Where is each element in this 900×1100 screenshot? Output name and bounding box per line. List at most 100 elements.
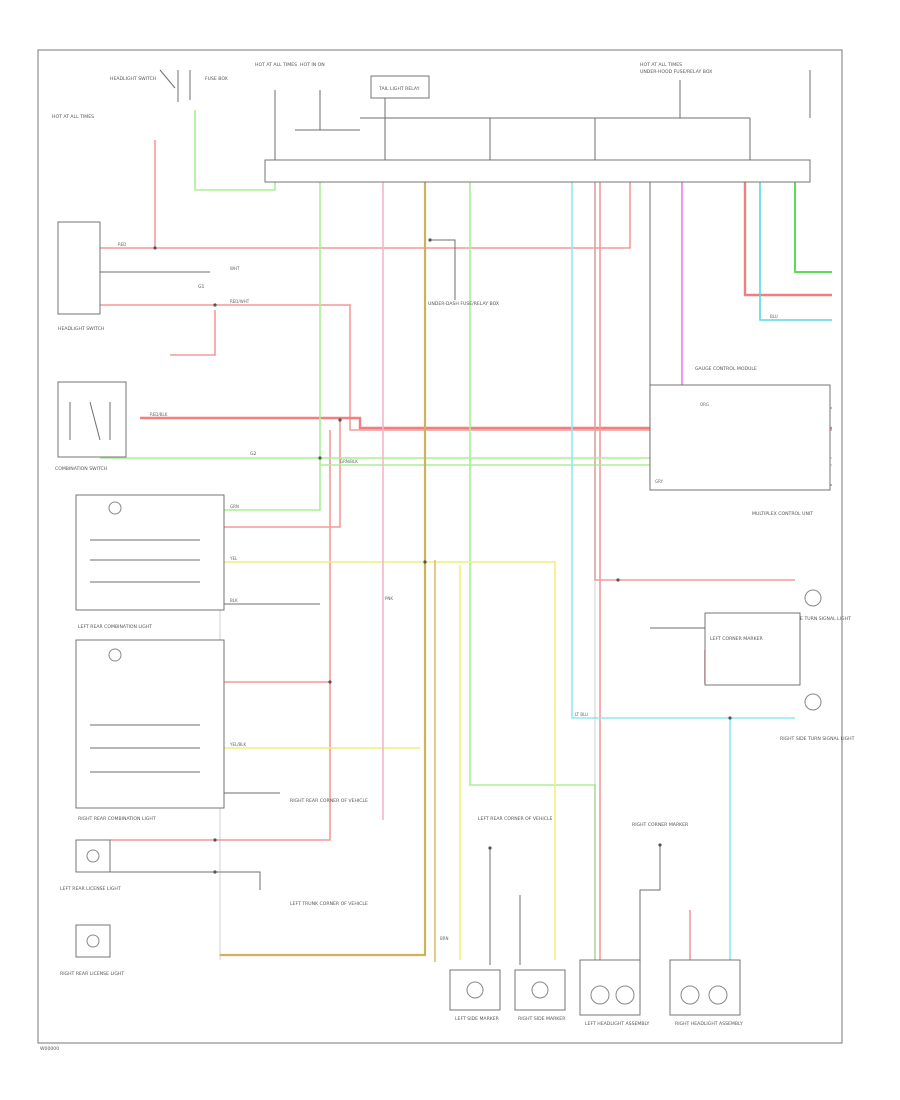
left-rear-contacts [90,539,200,583]
wire-label-gry: GRY [655,479,664,484]
magenta-wire [681,175,832,409]
top-left-relay-symbol: HEADLIGHT SWITCH FUSE BOX [110,69,228,102]
left-side-marker-label: LEFT SIDE MARKER [455,1016,500,1022]
wire-label-wht: WHT [230,266,240,271]
right-side-marker-label: RIGHT SIDE MARKER [518,1016,566,1022]
wire-label-red-wht: RED/WHT [230,299,250,304]
diagram-frame [37,49,843,1044]
left-trunk-corner-label: LEFT TRUNK CORNER OF VEHICLE [290,901,368,907]
left-headlight-assembly-label: LEFT HEADLIGHT ASSEMBLY [585,1021,649,1027]
right-headlight-assembly-label: RIGHT HEADLIGHT ASSEMBLY [675,1021,743,1027]
wire-label-red-1: RED [118,242,126,247]
left-rear-license-light-box [75,839,111,873]
combination-switch-box [57,381,127,458]
right-side-marker-box [514,969,566,1011]
wire-label-grn-blk: GRN/BLK [340,459,358,464]
right-corner-marker-label: RIGHT CORNER MARKER [632,822,689,828]
wire-label-brn: BRN [440,936,449,941]
right-rear-corner-label: RIGHT REAR CORNER OF VEHICLE [290,798,368,804]
gray-wire-rcm [639,845,661,965]
red-wire-right-top [743,175,832,297]
left-side-marker-box [449,969,501,1011]
under-dash-fuse-box [264,159,811,183]
footer-code: W00000 [40,1046,59,1052]
right-rear-combination-light-label: RIGHT REAR COMBINATION LIGHT [78,816,156,822]
red-wire-combo-1 [220,420,341,528]
gauge-control-module-box [649,384,831,491]
wire-label-yel-blk: YEL/BLK [229,742,247,747]
left-rear-combination-light-box [75,494,225,611]
right-license-bulb-icon [86,934,100,948]
gray-wire-license-2 [110,871,261,890]
green-wire-vertical [220,175,321,511]
gauge-control-module-label: GAUGE CONTROL MODULE [695,366,757,372]
hot-at-all-times-label-3: HOT AT ALL TIMES [640,62,682,68]
right-rear-contacts [90,724,200,773]
left-rear-corner-label: LEFT REAR CORNER OF VEHICLE [478,816,553,822]
left-side-marker-bulb-icon [466,981,484,999]
multiplex-control-unit-label: MULTIPLEX CONTROL UNIT [752,511,813,517]
right-side-turn-signal-icon [804,693,822,711]
tail-light-relay-box [370,75,430,99]
right-headlight-bulb-2-icon [708,985,728,1005]
headlight-switch-box [57,221,101,315]
right-headlight-assembly-box [669,959,741,1016]
right-rear-bulb-icon [108,648,122,662]
red-wire-main [140,416,832,430]
wire-label-blk: BLK [230,598,238,603]
combination-switch-label: COMBINATION SWITCH [55,466,107,472]
red-wire-right-side [594,175,795,581]
left-headlight-assembly-box [579,959,641,1016]
right-front-turn-signal-light-label: RIGHT SIDE TURN SIGNAL LIGHT [780,736,855,742]
tail-light-relay-label: TAIL LIGHT RELAY [378,86,420,92]
right-headlight-bulb-1-icon [680,985,700,1005]
green-wire-top [194,110,276,191]
yellow-wire-combo [220,561,556,960]
red-wire-feed [100,304,832,431]
under-dash-fuse-relay-box-label: UNDER-DASH FUSE/RELAY BOX [428,301,499,307]
headlight-switch-lower-label: HEADLIGHT SWITCH [58,326,104,332]
left-license-bulb-icon [86,849,100,863]
right-rear-license-light-label: RIGHT REAR LICENSE LIGHT [60,971,124,977]
wire-label-pnk: PNK [385,596,393,601]
cyan-wire-right-top [759,175,832,321]
wire-label-blu: BLU [770,314,778,319]
left-rear-bulb-icon [108,501,122,515]
left-headlight-bulb-1-icon [590,985,610,1005]
left-rear-license-light-label: LEFT REAR LICENSE LIGHT [60,886,121,892]
combination-switch-contacts [69,401,111,441]
ground-g2-label: G2 [250,451,257,457]
right-rear-license-light-box [75,924,111,958]
cyan-wire-right [571,175,795,719]
green-wire-right-top [794,175,832,273]
under-hood-fuse-relay-box-label: UNDER-HOOD FUSE/RELAY BOX [640,69,712,75]
top-fuse-bus [265,70,811,176]
red-wire-license [110,682,331,841]
green-wire-left-hl [469,175,596,960]
tan-wire-main [220,175,427,957]
wire-label-red-blk: RED/BLK [150,412,168,417]
wire-label-org: ORG [700,402,709,407]
headlight-switch-label: HEADLIGHT SWITCH [110,76,156,82]
left-corner-marker-label: LEFT CORNER MARKER [710,636,764,642]
hot-at-all-times-label-1: HOT AT ALL TIMES [52,114,94,120]
hot-at-all-times-label-2: HOT AT ALL TIMES [255,62,297,68]
left-side-turn-signal-icon [804,589,822,607]
wire-label-grn: GRN [230,504,239,509]
gray-wire-center [430,239,456,300]
wire-label-lt-blu: LT BLU [575,712,588,717]
right-rear-combination-light-box [75,639,225,809]
right-side-marker-bulb-icon [531,981,549,999]
left-front-turn-signal-light-label: LEFT SIDE TURN SIGNAL LIGHT [780,616,851,622]
red-wire-top [100,175,631,249]
red-wire-left-mid [170,310,216,356]
wire-label-yel: YEL [229,556,238,561]
ground-g1-label: G1 [198,284,205,290]
left-rear-combination-light-label: LEFT REAR COMBINATION LIGHT [78,624,152,630]
fuse-box-label: FUSE BOX [205,76,228,82]
junction-dots [153,238,732,874]
left-headlight-bulb-2-icon [615,985,635,1005]
hot-in-on-label: HOT IN ON [300,62,325,68]
left-corner-marker-box [704,612,801,686]
